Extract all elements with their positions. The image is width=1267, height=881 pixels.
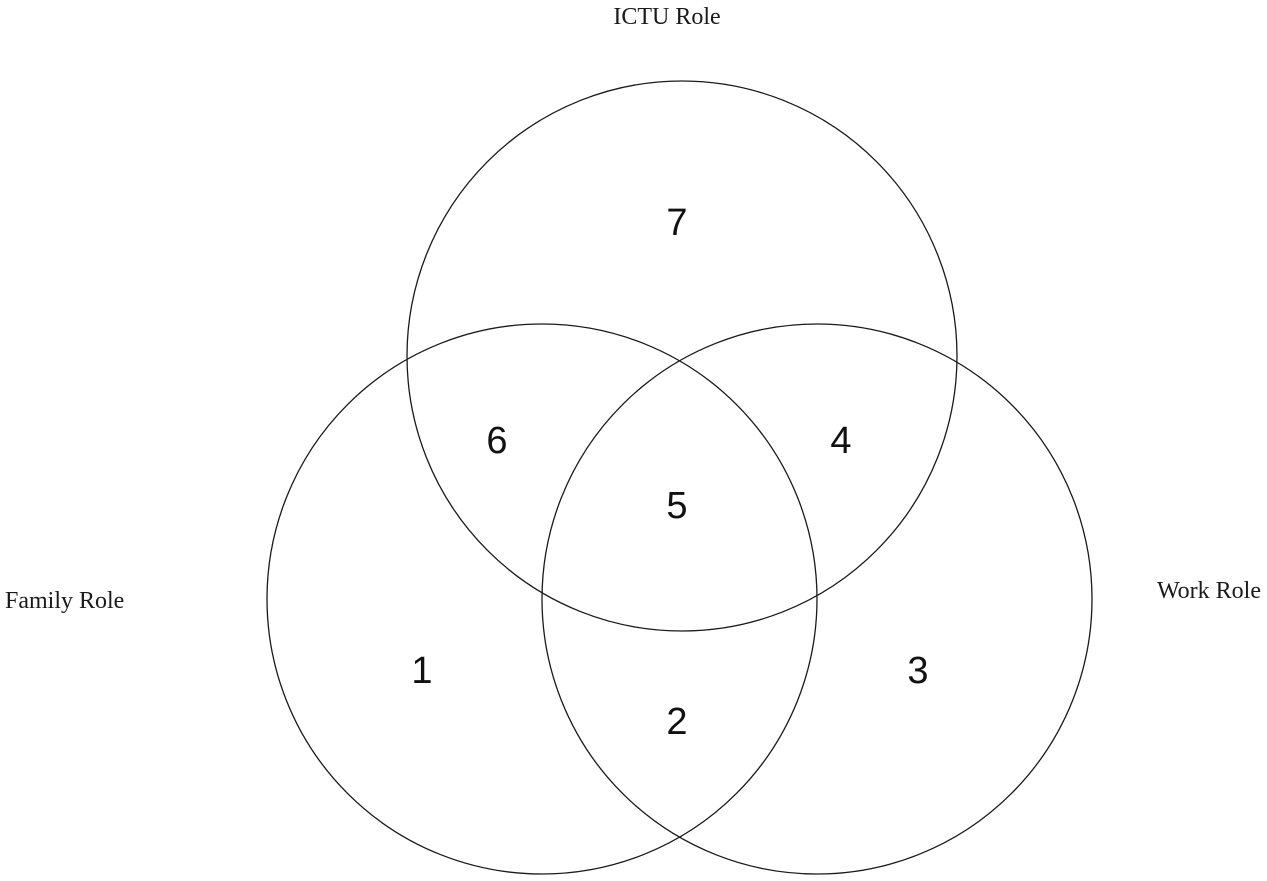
work-role-circle (541, 323, 1093, 875)
region-label-4: 4 (830, 420, 851, 462)
region-label-7: 7 (666, 202, 687, 244)
ictu-role-label: ICTU Role (613, 4, 720, 30)
ictu-role-circle (406, 80, 958, 632)
region-label-3: 3 (907, 650, 928, 692)
work-role-label: Work Role (1157, 578, 1261, 604)
region-label-2: 2 (666, 701, 687, 743)
region-label-1: 1 (411, 650, 432, 692)
family-role-label: Family Role (5, 588, 124, 614)
region-label-5: 5 (666, 485, 687, 527)
region-label-6: 6 (486, 420, 507, 462)
family-role-circle (266, 323, 818, 875)
